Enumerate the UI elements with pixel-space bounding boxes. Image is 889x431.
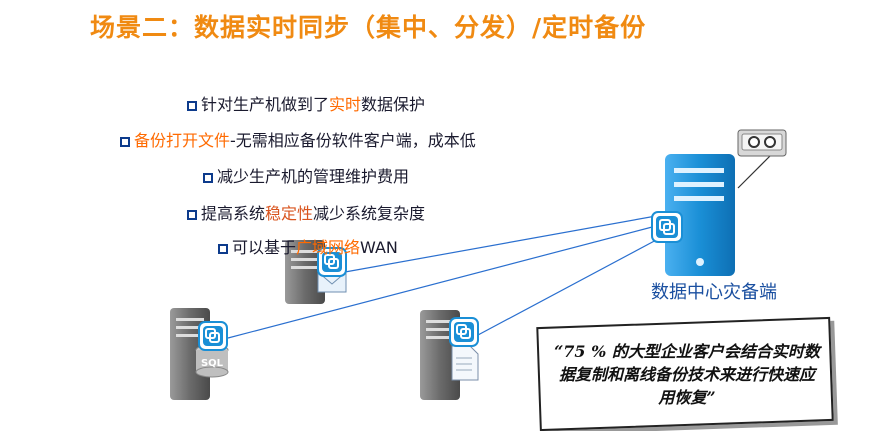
- link-dc-to-tape: [737, 155, 771, 189]
- bullet-2: 备份打开文件-无需相应备份软件客户端，成本低: [120, 127, 476, 151]
- replication-diagram: SQL: [170, 129, 787, 400]
- sync-badge-icon: [198, 321, 228, 351]
- tape-drive-icon: [737, 129, 787, 157]
- link-file-to-dc: [477, 237, 661, 336]
- quote-text: “75 % 的大型企业客户会结合实时数据复制和离线备份技术来进行快速应用恢复”: [554, 342, 820, 407]
- bullet-3: 减少生产机的管理维护费用: [203, 163, 409, 187]
- datacenter-label: 数据中心灾备端: [651, 282, 777, 303]
- sync-badge-icon: [317, 247, 347, 277]
- checkbox-icon: [120, 137, 130, 147]
- checkbox-icon: [203, 173, 213, 183]
- link-mail-to-dc: [344, 215, 657, 273]
- sql-label: SQL: [201, 358, 224, 369]
- checkbox-icon: [187, 101, 197, 111]
- page-title: 场景二：数据实时同步（集中、分发）/定时备份: [90, 13, 647, 42]
- bullet-4: 提高系统稳定性减少系统复杂度: [187, 200, 425, 224]
- sync-badge-icon: [651, 211, 683, 243]
- bullet-5: 可以基于广域网络WAN: [218, 234, 398, 258]
- replication-lines: [227, 155, 771, 339]
- bullet-1: 针对生产机做到了实时数据保护: [187, 91, 425, 115]
- checkbox-icon: [218, 244, 228, 254]
- link-sql-to-dc: [227, 225, 657, 339]
- datacenter-server-icon: [665, 154, 735, 276]
- checkbox-icon: [187, 210, 197, 220]
- sync-badge-icon: [449, 317, 479, 347]
